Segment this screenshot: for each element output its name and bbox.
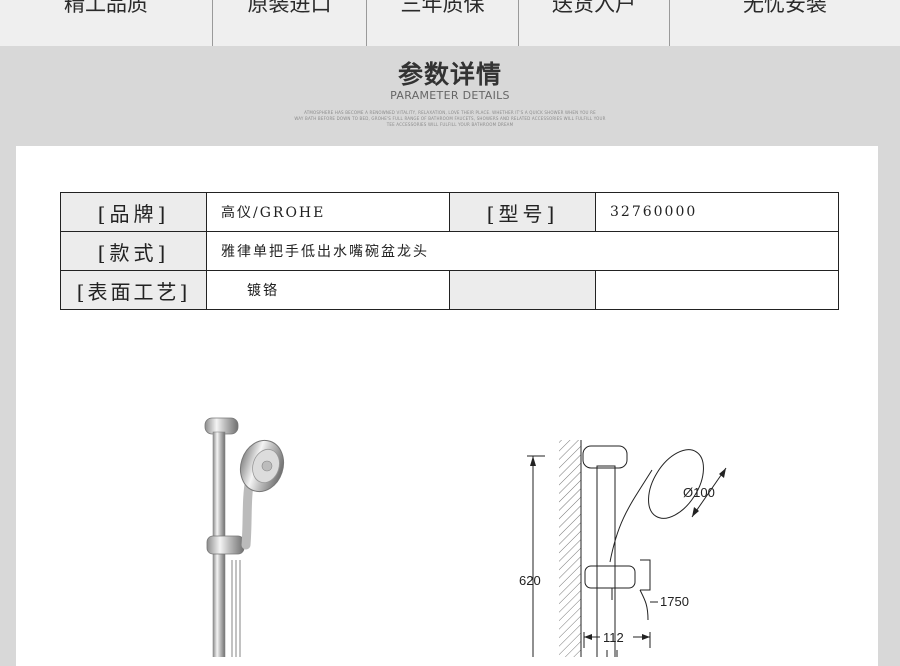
feature-tab-imported: 原装进口 xyxy=(213,0,367,46)
model-value: 32760000 xyxy=(595,192,839,232)
section-fine-print: ATMOSPHERE HAS BECOME A RENOWNED VITALIT… xyxy=(250,110,650,128)
table-row: [表面工艺] 镀铬 xyxy=(60,270,839,310)
feature-bar: 精工品质 原装进口 三年质保 送货入户 无忧安装 xyxy=(0,0,900,46)
fine-line: ATMOSPHERE HAS BECOME A RENOWNED VITALIT… xyxy=(304,110,596,115)
dim-offset: 112 xyxy=(603,630,624,645)
brand-label: [品牌] xyxy=(60,192,207,232)
section-subtitle: PARAMETER DETAILS xyxy=(390,89,510,102)
model-label: [型号] xyxy=(449,192,596,232)
finish-label: [表面工艺] xyxy=(60,270,207,310)
feature-tab-installation: 无忧安装 xyxy=(743,0,827,16)
dim-head-diameter: Ø100 xyxy=(683,485,715,500)
feature-tab-warranty: 三年质保 xyxy=(367,0,519,46)
fine-line: WAY BATH BEFORE DOWN TO BED, GROHE'S FUL… xyxy=(294,116,606,121)
parameter-table: [品牌] 高仪/GROHE [型号] 32760000 [款式] 雅律单把手低出… xyxy=(60,192,839,310)
technical-drawing xyxy=(527,440,727,657)
empty-value-cell xyxy=(595,270,839,310)
finish-value: 镀铬 xyxy=(206,270,450,310)
dim-hose-length: 1750 xyxy=(660,594,689,609)
table-row: [款式] 雅律单把手低出水嘴碗盆龙头 xyxy=(60,231,839,271)
shower-photo xyxy=(204,417,285,657)
section-title: 参数详情 xyxy=(397,60,502,89)
table-row: [品牌] 高仪/GROHE [型号] 32760000 xyxy=(60,192,839,232)
feature-tab-quality: 精工品质 xyxy=(0,0,213,46)
style-value: 雅律单把手低出水嘴碗盆龙头 xyxy=(206,231,839,271)
feature-tab-delivery: 送货入户 xyxy=(519,0,670,46)
style-label: [款式] xyxy=(60,231,207,271)
dim-rail-height: 620 xyxy=(519,573,541,588)
empty-label-cell xyxy=(449,270,596,310)
fine-line: TEE ACCESSORIES WILL FULFILL YOUR BATHRO… xyxy=(386,122,514,127)
